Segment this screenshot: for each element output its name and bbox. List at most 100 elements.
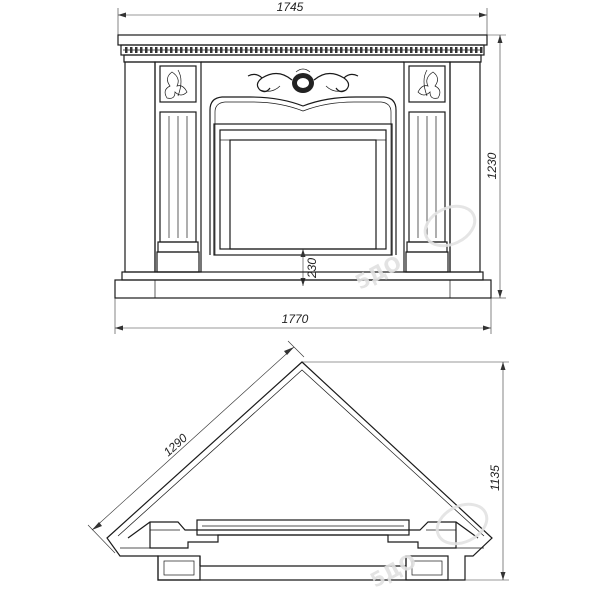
dentil [260,47,263,53]
corner-plinth [120,547,484,581]
dentil [165,47,168,53]
dentil [295,47,298,53]
dentil [150,47,153,53]
dentil [190,47,193,53]
dentil [340,47,343,53]
dentil [160,47,163,53]
dentil [470,47,473,53]
firebox-offset-label: 230 [305,258,319,279]
dentil [275,47,278,53]
svg-text:5ДО: 5ДО [366,548,420,592]
right-outer-pilaster [449,61,481,273]
central-frieze [201,61,404,255]
diagonal-label: 1290 [161,431,190,459]
dentil [415,47,418,53]
dentil [135,47,138,53]
ornament [247,68,359,93]
dentil [225,47,228,53]
dentil [270,47,273,53]
svg-text:5ДО: 5ДО [351,250,405,294]
dentil [405,47,408,53]
dentil [425,47,428,53]
dentil [180,47,183,53]
dentil [480,47,483,53]
dentil [445,47,448,53]
height-dimension: 1230 [485,34,506,299]
dentil [355,47,358,53]
dentil [195,47,198,53]
dentil [215,47,218,53]
dentil [305,47,308,53]
dentil [460,47,463,53]
dentil [300,47,303,53]
dentil [380,47,383,53]
dentil [205,47,208,53]
dentil [285,47,288,53]
dentil [400,47,403,53]
dentil [450,47,453,53]
dentil [145,47,148,53]
height-label: 1230 [485,152,499,179]
dentil [360,47,363,53]
dentil [210,47,213,53]
firebox [213,123,393,256]
dentil [230,47,233,53]
dentil [290,47,293,53]
dentil [280,47,283,53]
dentil [175,47,178,53]
left-outer-pilaster [124,61,156,273]
dentil [200,47,203,53]
dentil [335,47,338,53]
bottom-width-label: 1770 [282,312,309,326]
dentil [455,47,458,53]
front-view: 1745 [114,0,506,334]
base [114,271,492,299]
dentil [410,47,413,53]
corner-body [127,519,479,549]
dentil [420,47,423,53]
dentil [220,47,223,53]
dentil [385,47,388,53]
dentil [370,47,373,53]
depth-label: 1135 [488,465,502,491]
dentil [315,47,318,53]
dentil [395,47,398,53]
dentil [435,47,438,53]
dentil [155,47,158,53]
top-width-label: 1745 [277,0,304,14]
cornice-dentils [125,47,483,53]
watermark-corner: 5ДО [366,502,489,592]
dentil [140,47,143,53]
dentil [250,47,253,53]
dentil [325,47,328,53]
dentil [375,47,378,53]
left-fluted-column [154,61,202,273]
dentil [345,47,348,53]
dentil [320,47,323,53]
dentil [350,47,353,53]
dentil [255,47,258,53]
dentil [430,47,433,53]
dentil [130,47,133,53]
cornice [117,34,488,63]
dentil [390,47,393,53]
dentil [365,47,368,53]
dentil [265,47,268,53]
dentil [185,47,188,53]
bottom-width-dimension: 1770 [114,298,492,334]
dentil [465,47,468,53]
corner-view: 1290 [87,340,509,592]
depth-dimension: 1135 [302,361,509,581]
dentil [310,47,313,53]
corner-outline [106,361,493,581]
dentil [125,47,128,53]
dentil [475,47,478,53]
top-width-dimension: 1745 [117,0,488,40]
dentil [440,47,443,53]
dentil [170,47,173,53]
dentil [240,47,243,53]
dentil [330,47,333,53]
dentil [245,47,248,53]
dentil [235,47,238,53]
